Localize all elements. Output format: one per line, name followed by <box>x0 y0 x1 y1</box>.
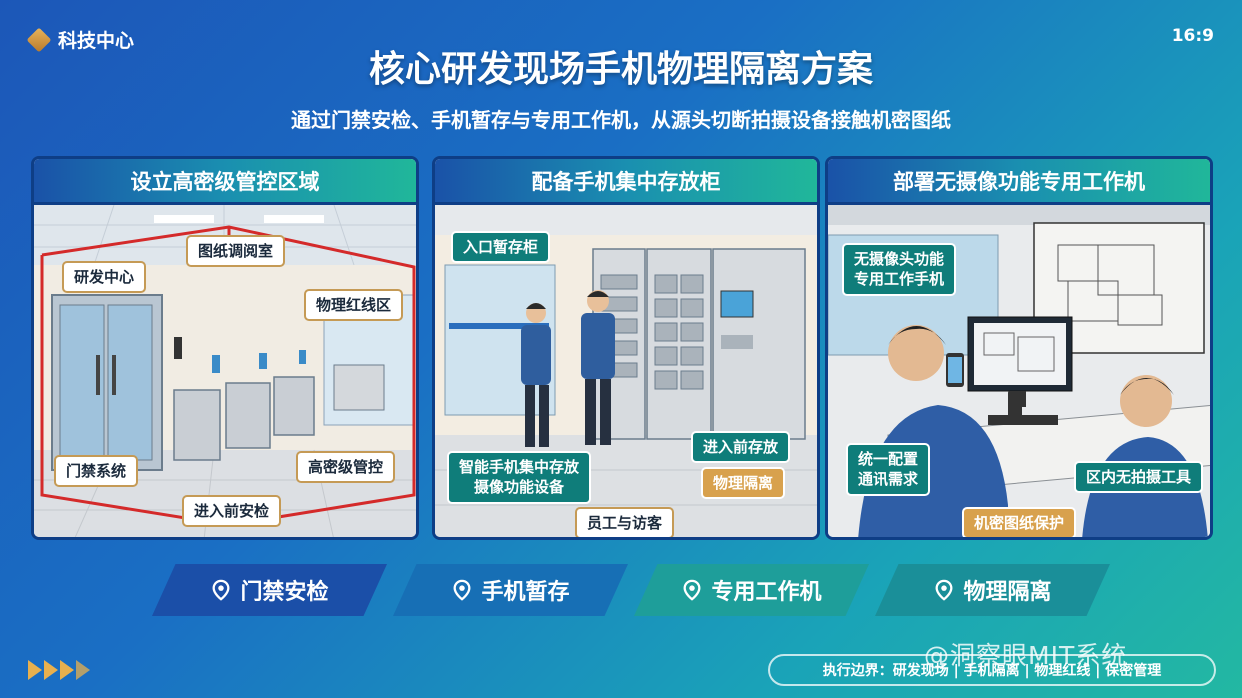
measure-label: 手机暂存 <box>481 580 570 605</box>
label-smartphone-storage: 智能手机集中存放 摄像功能设备 <box>447 451 592 504</box>
panel-phone-storage: 配备手机集中存放柜 入口 <box>432 156 820 540</box>
arrow-right-icon <box>60 660 74 680</box>
measure-label: 专用工作机 <box>711 580 822 605</box>
measure-phone-storage: 手机暂存 <box>393 564 628 616</box>
label-high-security: 高密级管控 <box>296 451 396 484</box>
measure-label: 物理隔离 <box>963 580 1052 605</box>
label-drawing-room: 图纸调阅室 <box>186 235 286 268</box>
label-no-camera-phone: 无摄像头功能 专用工作手机 <box>842 243 957 296</box>
page-title: 核心研发现场手机物理隔离方案 <box>368 49 873 90</box>
panel-control-zone: 设立高密级管控区域 <box>31 156 419 540</box>
location-pin-icon <box>454 579 471 601</box>
brand-name: 科技中心 <box>58 30 135 52</box>
panel-heading: 设立高密级管控区域 <box>34 159 416 205</box>
label-rd-center: 研发中心 <box>62 261 147 294</box>
arrow-right-icon <box>76 660 90 680</box>
brand: 科技中心 <box>26 26 135 53</box>
label-no-camera-zone: 区内无拍摄工具 <box>1074 461 1204 494</box>
execution-boundary-footer: 执行边界：研发现场 | 手机隔离 | 物理红线 | 保密管理 <box>768 654 1216 686</box>
location-pin-icon <box>684 579 701 601</box>
panel-dedicated-device: 部署无摄像功能专用工作机 <box>825 156 1213 540</box>
location-pin-icon <box>213 579 230 601</box>
arrow-right-icon <box>28 660 42 680</box>
watermark: @洞察眼MIT系统 <box>924 641 1128 670</box>
phone-storage-illustration: 入口暂存柜 进入前存放 智能手机集中存放 摄像功能设备 物理隔离 员工与访客 <box>435 205 817 537</box>
control-zone-illustration: 图纸调阅室 研发中心 物理红线区 门禁系统 高密级管控 进入前安检 <box>34 205 416 537</box>
decorative-arrows <box>28 660 90 680</box>
location-pin-icon <box>936 579 953 601</box>
measure-access-check: 门禁安检 <box>152 564 387 616</box>
label-blueprint-protection: 机密图纸保护 <box>962 507 1077 537</box>
dedicated-device-illustration: 无摄像头功能 专用工作手机 统一配置 通讯需求 区内无拍摄工具 机密图纸保护 <box>828 205 1210 537</box>
measure-dedicated-device: 专用工作机 <box>634 564 869 616</box>
label-access-system: 门禁系统 <box>54 455 139 488</box>
label-unified-config: 统一配置 通讯需求 <box>846 443 931 496</box>
label-red-line-zone: 物理红线区 <box>304 289 404 322</box>
measure-physical-isolation: 物理隔离 <box>875 564 1110 616</box>
arrow-right-icon <box>44 660 58 680</box>
aspect-ratio-label: 16:9 <box>1171 26 1214 46</box>
label-entry-cabinet: 入口暂存柜 <box>451 231 551 264</box>
measure-label: 门禁安检 <box>240 580 329 605</box>
panel-heading: 配备手机集中存放柜 <box>435 159 817 205</box>
label-store-before-entry: 进入前存放 <box>691 431 791 464</box>
panel-heading: 部署无摄像功能专用工作机 <box>828 159 1210 205</box>
label-staff-visitors: 员工与访客 <box>575 507 675 537</box>
phone-storage-scene-drawing <box>435 205 817 537</box>
label-pre-entry-check: 进入前安检 <box>182 495 282 528</box>
page-subtitle: 通过门禁安检、手机暂存与专用工作机，从源头切断拍摄设备接触机密图纸 <box>291 108 951 132</box>
label-physical-isolation: 物理隔离 <box>701 467 786 500</box>
key-measures-bar: 门禁安检 手机暂存 专用工作机 物理隔离 <box>152 564 1116 616</box>
